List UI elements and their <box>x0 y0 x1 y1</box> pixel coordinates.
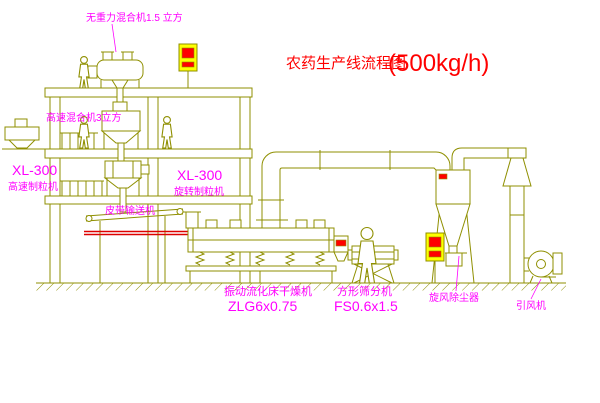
fan-hub <box>536 259 546 269</box>
mixer-cone <box>100 130 142 144</box>
granulator-down-pipe <box>119 187 127 213</box>
label-sifter-model: FS0.6x1.5 <box>334 298 398 314</box>
stack-cap <box>502 157 532 187</box>
hopper-red-tag <box>335 239 347 247</box>
label-dryer-name: 振动流化床干燥机 <box>224 284 312 298</box>
fan-motor <box>552 252 563 275</box>
person-figure <box>357 226 377 284</box>
mixer-motor <box>112 101 128 112</box>
building-column <box>239 96 251 284</box>
belt-conveyor <box>84 208 188 283</box>
diagram-title-capacity: (500kg/h) <box>388 50 489 77</box>
granulator-body <box>104 160 142 179</box>
granulator-motor <box>140 164 150 175</box>
granulator-rotary <box>103 160 150 213</box>
label-sifter-name: 方形筛分机 <box>337 284 392 298</box>
discharge-hopper <box>333 235 349 262</box>
building-column <box>147 96 159 284</box>
cyclone-exhaust-pipe <box>451 147 508 170</box>
label-granulator1-name: 高速制粒机 <box>8 180 58 193</box>
stack-tower <box>509 185 525 284</box>
label-belt-conveyor: 皮带输送机 <box>105 204 155 217</box>
mixer-down-pipe <box>117 142 125 163</box>
cyclone-receiver <box>445 252 463 267</box>
dryer-top-port <box>205 219 218 229</box>
granulator-left <box>4 118 40 149</box>
label-gravity-mixer: 无重力混合机1.5 立方 <box>86 11 183 24</box>
gravity-mixer <box>87 51 144 105</box>
label-granulator2-model: XL-300 <box>177 167 222 183</box>
dryer-feed-inlet <box>185 211 199 229</box>
dryer-base-frame <box>185 265 337 272</box>
induced-draft-fan <box>524 250 563 284</box>
label-fan: 引风机 <box>516 299 546 312</box>
label-dryer-model: ZLG6x0.75 <box>228 298 297 314</box>
floor-beam-top <box>44 87 253 98</box>
fluid-bed-dryer <box>183 211 337 283</box>
person-figure <box>161 116 173 149</box>
control-panel-ground <box>425 232 445 284</box>
conveyor-roller <box>176 208 184 215</box>
dryer-springs <box>194 251 326 266</box>
panel-screen <box>181 47 195 59</box>
label-high-speed-mixer: 高速混合机3立方 <box>46 111 122 124</box>
high-speed-mixer <box>100 101 142 163</box>
floor-beam-mid <box>44 148 253 159</box>
cyclone-separator <box>431 169 475 284</box>
label-granulator2-name: 旋转制粒机 <box>174 185 224 198</box>
dryer-top-port <box>229 219 242 229</box>
hopper-cone <box>333 251 349 262</box>
stack-cap-top <box>507 147 527 159</box>
ground-line <box>36 282 566 291</box>
dryer-top-port <box>313 219 326 229</box>
diagram-title: 农药生产线流程图 <box>286 55 406 72</box>
granulator-motor <box>14 118 28 128</box>
person-figure <box>78 56 90 89</box>
granulator-cone <box>103 177 143 189</box>
building-structure <box>2 87 253 284</box>
granulator-cone <box>7 139 37 149</box>
label-granulator1-model: XL-300 <box>12 162 57 178</box>
exhaust-stack <box>502 147 532 284</box>
leader-lines <box>111 23 542 300</box>
conveyor-roller <box>85 215 93 222</box>
mixer-body <box>96 59 144 81</box>
exhaust-duct <box>256 150 451 228</box>
floor-beam-low <box>44 195 253 205</box>
panel-screen <box>428 236 442 248</box>
control-panel-top <box>178 43 198 89</box>
railing-third-floor <box>60 180 104 196</box>
cyclone-red-tag <box>438 173 448 180</box>
mixer-discharge-cone <box>111 79 129 89</box>
label-cyclone: 旋风除尘器 <box>429 291 479 304</box>
granulator-body <box>4 126 40 141</box>
dryer-top-port <box>295 219 308 229</box>
cyclone-outlet <box>448 245 458 254</box>
